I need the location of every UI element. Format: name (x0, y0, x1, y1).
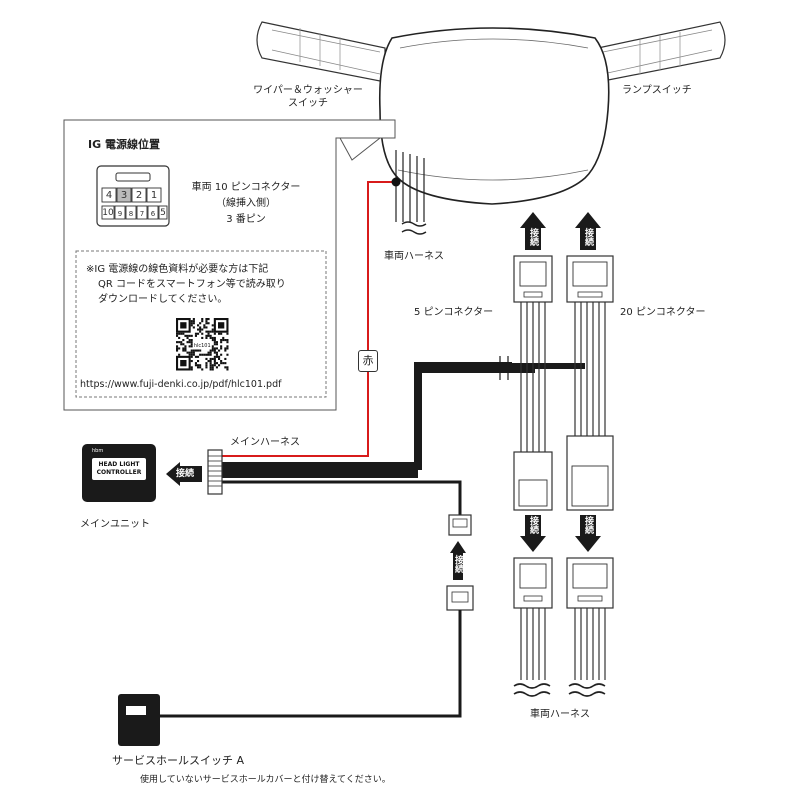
connect-text: 接続 (528, 228, 538, 246)
lamp-switch-label: ランプスイッチ (622, 85, 692, 96)
unit-brand: hbm (92, 448, 104, 454)
pin-3: 3 (120, 190, 128, 201)
vehicle-harness-top-label: 車両ハーネス (384, 251, 444, 262)
pin-7: 7 (139, 210, 145, 218)
connect-text: 接続 (453, 555, 463, 573)
main-harness-connector (207, 449, 223, 495)
pin-4: 4 (105, 190, 113, 201)
harness-break-bottom (513, 683, 606, 697)
pin-6: 6 (150, 210, 156, 218)
vehicle-connector-line2: （線挿入側） (216, 198, 276, 209)
connect-text: 接続 (583, 516, 593, 534)
wiper-switch-label: ワイパー＆ウォッシャー スイッチ (248, 84, 368, 110)
red-ig-wire (222, 181, 396, 457)
five-pin-column (513, 255, 553, 680)
pin-9: 9 (117, 210, 123, 218)
pin-10: 10 (102, 208, 114, 218)
qr-code: hlc101 (174, 316, 231, 373)
pin-1: 1 (150, 190, 158, 201)
pin-8: 8 (128, 210, 134, 218)
unit-face-line2: CONTROLLER (96, 469, 142, 476)
vehicle-connector-line1: 車両 10 ピンコネクター (191, 182, 301, 193)
main-unit-device (82, 444, 156, 502)
service-switch-wiring (118, 514, 474, 746)
pin-5: 5 (160, 208, 166, 218)
qr-center-text: hlc101 (194, 343, 211, 349)
ten-pin-connector-icon (96, 165, 170, 227)
harness-break-top (401, 221, 427, 235)
connect-label-unit: 接続 (176, 469, 195, 479)
connect-label-5pin-top: 接続 (527, 228, 539, 249)
unit-face-line1: HEAD LIGHT (98, 461, 140, 468)
vehicle-connector-label: 車両 10 ピンコネクター （線挿入側） 3 番ピン (186, 181, 306, 226)
qr-note-line1: ※IG 電源線の線色資料が必要な方は下記 (86, 264, 269, 275)
main-harness-label: メインハーネス (230, 437, 300, 448)
connect-label-20pin-bottom: 接続 (582, 516, 594, 537)
connect-text: 接続 (528, 516, 538, 534)
unit-face: HEAD LIGHT CONTROLLER (92, 461, 146, 477)
qr-note-line2: QR コードをスマートフォン等で読み取り (98, 279, 286, 290)
pdf-link[interactable]: https://www.fuji-denki.co.jp/pdf/hlc101.… (80, 379, 282, 390)
tap-point (391, 177, 401, 187)
service-switch-label: サービスホールスイッチ A (112, 754, 245, 767)
five-pin-label: 5 ピンコネクター (414, 307, 494, 318)
service-note: 使用していないサービスホールカバーと付け替えてください。 (140, 775, 391, 785)
vehicle-harness-top (395, 150, 425, 222)
qr-note: ※IG 電源線の線色資料が必要な方は下記 QR コードをスマートフォン等で読み取… (86, 262, 286, 307)
connect-label-5pin-bottom: 接続 (527, 516, 539, 537)
twenty-pin-label: 20 ピンコネクター (620, 307, 706, 318)
connect-label-service: 接続 (452, 555, 464, 576)
red-wire-label: 赤 (358, 350, 378, 372)
connect-text: 接続 (583, 228, 593, 246)
twenty-pin-column (566, 255, 614, 680)
qr-note-line3: ダウンロードしてください。 (98, 294, 228, 305)
main-harness (222, 362, 585, 515)
pin-2: 2 (135, 190, 143, 201)
main-unit-label: メインユニット (80, 519, 150, 530)
vehicle-harness-bottom-label: 車両ハーネス (530, 709, 590, 720)
connect-label-20pin-top: 接続 (582, 228, 594, 249)
wiper-switch-line2: スイッチ (288, 98, 328, 109)
ig-title: IG 電源線位置 (88, 138, 160, 151)
connect-arrows (166, 212, 601, 580)
vehicle-connector-line3: 3 番ピン (226, 214, 266, 225)
wiper-switch-line1: ワイパー＆ウォッシャー (253, 85, 363, 96)
qr-dashed-box (75, 250, 327, 398)
